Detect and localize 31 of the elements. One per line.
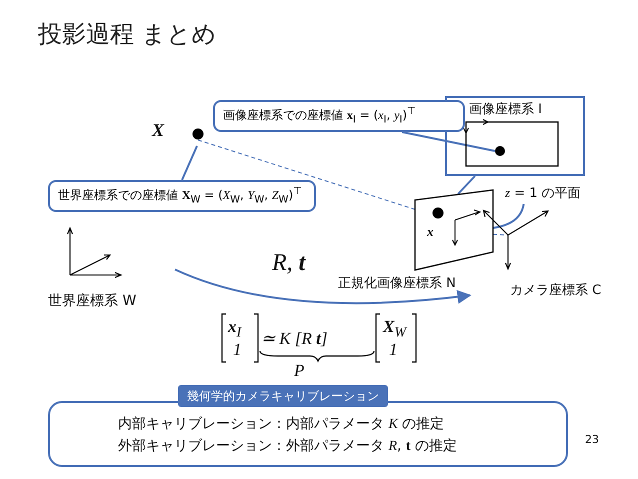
matrix-entry: 1: [389, 340, 398, 360]
point-label: X: [152, 120, 164, 141]
callout-box: [213, 100, 465, 132]
axes-label: 世界座標系 W: [48, 292, 136, 310]
curved-arrow: [174, 268, 472, 304]
slide-title: 投影過程 まとめ: [38, 19, 217, 50]
point-dot: [495, 146, 505, 156]
axes-label: カメラ座標系 C: [510, 282, 602, 299]
matrix-entry: x$_{I}$: [228, 317, 242, 342]
callout-box: [445, 96, 585, 176]
leader-line: [492, 204, 525, 229]
callout-text: 世界座標系での座標値 X$_{W}$ = (X$_{W}$, Y$_{W}$, Z$_{W}$)$^{⊤}$: [58, 186, 302, 206]
callout-box: [48, 180, 316, 212]
callout-heading: 画像座標系 I: [469, 101, 542, 118]
callout-tail: [181, 146, 198, 180]
panel-text: 外部キャリブレーション：外部パラメータ R, t の推定: [118, 437, 458, 455]
panel-text: 内部キャリブレーション：内部パラメータ K の推定: [118, 415, 444, 433]
point-label: x: [427, 224, 434, 240]
brace-label: P: [294, 361, 304, 381]
equation-text: ≃ K [R t]: [261, 328, 328, 349]
callout-text: 画像座標系での座標値 x$_{I}$ = (x$_{I}$, y$_{I}$)$^{⊤}$: [223, 106, 416, 126]
dashed-line: [492, 234, 508, 236]
matrix-entry: 1: [233, 340, 242, 360]
page-number: 23: [585, 433, 599, 446]
callout-tail: [457, 175, 476, 195]
callout-tail: [402, 131, 496, 152]
plane-note: z = 1 の平面: [505, 184, 581, 202]
matrix-entry: X$_{W}$: [383, 317, 406, 342]
banner-heading: 幾何学的カメラキャリブレーション: [178, 385, 388, 407]
dashed-line: [198, 140, 416, 210]
plane-label: 正規化画像座標系 N: [338, 275, 456, 292]
